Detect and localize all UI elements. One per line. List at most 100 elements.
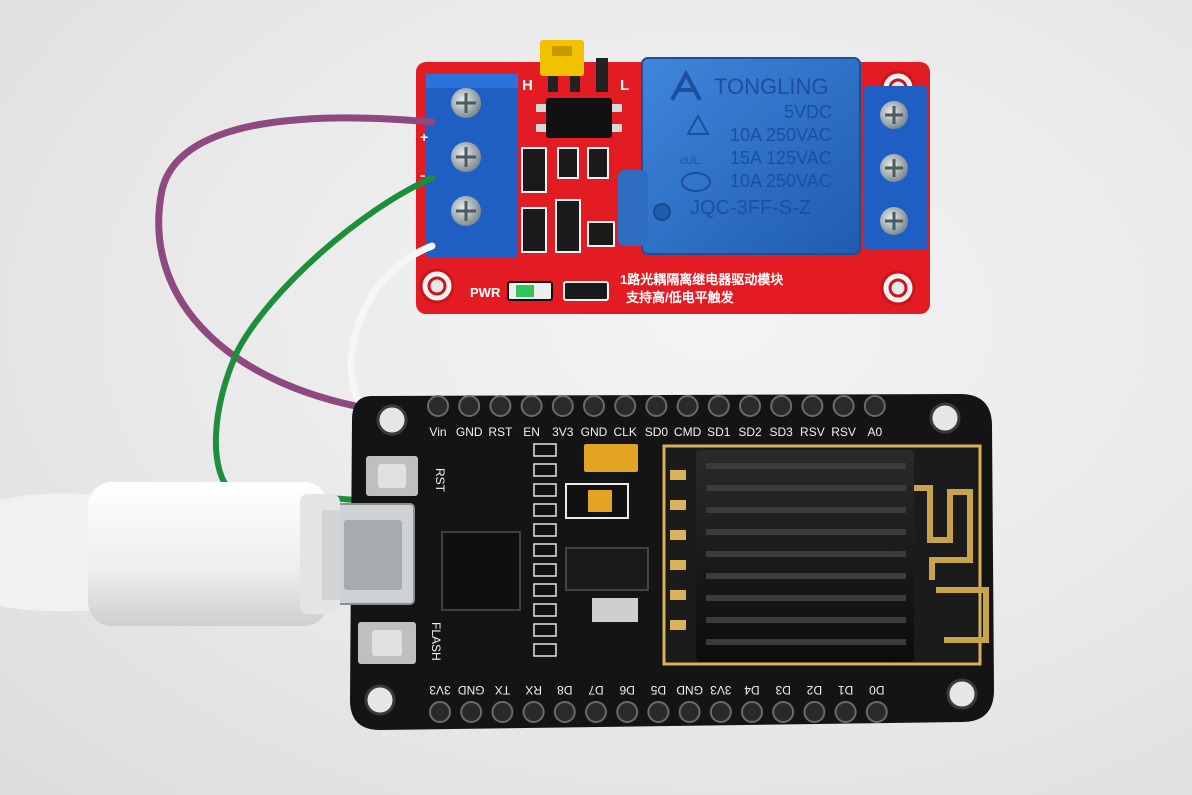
regulator-tab [592, 598, 638, 622]
ccc-mark-icon [681, 172, 711, 192]
header-pin [522, 701, 545, 723]
header-pin [863, 395, 886, 417]
jumper-wires [155, 114, 436, 503]
pin-label: D4 [744, 683, 760, 697]
pin-label: D7 [588, 683, 604, 697]
resistor [563, 281, 609, 301]
header-pin [429, 701, 451, 723]
relay-spec-1: 5VDC [784, 102, 832, 122]
pin-label: EN [523, 425, 540, 439]
terminal-block-left [426, 74, 518, 258]
pin-label: CMD [674, 425, 702, 439]
bottom-pin-labels: 3V3 GND TX RX D8 D7 D6 D5 GND 3V3 D4 D3 D2 D1 D0 [429, 683, 884, 697]
screw-icon [451, 88, 481, 118]
plus-mark: + [420, 129, 428, 145]
wire-green [212, 175, 435, 503]
jumper-cap [540, 40, 584, 76]
jumper-label-h: H [522, 77, 533, 94]
smd-resistor [533, 543, 557, 557]
relay-module: + - H L [416, 40, 930, 314]
header-pin [460, 701, 483, 723]
header-pin [739, 395, 761, 417]
jumper-header [540, 40, 608, 92]
screw-icon [451, 142, 481, 172]
smd-components [521, 147, 615, 253]
warning-icon [686, 113, 710, 135]
flash-button-label: FLASH [429, 622, 443, 661]
header-pin [834, 701, 857, 723]
pin-label: GND [676, 683, 703, 697]
voltage-regulator [565, 547, 649, 591]
pin-label: GND [456, 425, 483, 439]
smd-resistor [533, 603, 557, 617]
header-pin [741, 701, 763, 723]
rst-button-label: RST [433, 468, 447, 493]
pin-label: SD1 [707, 425, 731, 439]
pin-label: D3 [775, 683, 791, 697]
header-pin [678, 701, 701, 723]
pin-label: TX [495, 683, 510, 697]
smd-resistor [533, 523, 557, 537]
minus-mark: - [420, 167, 425, 184]
resistor-array [533, 443, 557, 657]
pin-label: 3V3 [552, 425, 574, 439]
pin-label: D5 [650, 683, 666, 697]
wire-purple [155, 114, 436, 416]
header-pin [803, 701, 826, 723]
smd-resistor [533, 583, 557, 597]
smd-resistor [533, 483, 557, 497]
header-pin [583, 395, 605, 417]
pin-label: SD3 [770, 425, 794, 439]
usb-uart-chip [441, 531, 521, 611]
rst-button[interactable] [366, 456, 418, 496]
header-pin [489, 395, 512, 417]
pin-label: 3V3 [429, 683, 451, 697]
tantalum-capacitor [584, 444, 638, 472]
pin-label: GND [458, 683, 485, 697]
smd-resistor [533, 443, 557, 457]
flash-button[interactable] [358, 622, 416, 664]
wire-white [347, 242, 436, 416]
relay-cn-line1: 1路光耦隔离继电器驱动模块 [620, 272, 784, 287]
pin-label: 3V3 [710, 683, 732, 697]
header-pin [458, 395, 481, 417]
header-pin [491, 701, 514, 723]
pin-label: D0 [869, 683, 885, 697]
castellated-pads [670, 470, 686, 630]
relay-spec-2: 10A 250VAC [730, 125, 832, 145]
pin-label: D2 [806, 683, 822, 697]
pin-label: GND [581, 425, 608, 439]
relay-spec-3: 15A 125VAC [730, 148, 832, 168]
usb-plug-housing [88, 482, 328, 626]
header-pin [551, 395, 574, 417]
header-pin [585, 701, 607, 723]
header-pin [707, 395, 730, 417]
pin-label: D6 [619, 683, 635, 697]
pin-label: SD0 [645, 425, 669, 439]
pin-label: D8 [557, 683, 573, 697]
relay-brand: TONGLING [714, 74, 829, 99]
header-pin [553, 701, 576, 723]
relay-spec-4: 10A 250VAC [730, 171, 832, 191]
pwr-label: PWR [470, 285, 501, 300]
header-pin [647, 701, 670, 723]
brand-logo-icon [670, 69, 702, 101]
screw-icon [880, 101, 908, 129]
header-pin [676, 395, 699, 417]
pin-label: RX [525, 683, 542, 697]
smd-resistor [533, 623, 557, 637]
header-pin [865, 701, 888, 723]
header-pin [520, 395, 543, 417]
header-pin [772, 701, 795, 723]
header-pin [614, 395, 637, 417]
smd-resistor [533, 503, 557, 517]
pin-label: D1 [838, 683, 854, 697]
top-pin-header [427, 395, 886, 417]
header-pin [709, 701, 732, 723]
pin-label: Vin [429, 425, 446, 439]
optocoupler-chip [546, 98, 612, 138]
pin-label: CLK [614, 425, 637, 439]
terminal-block-right [864, 86, 928, 250]
